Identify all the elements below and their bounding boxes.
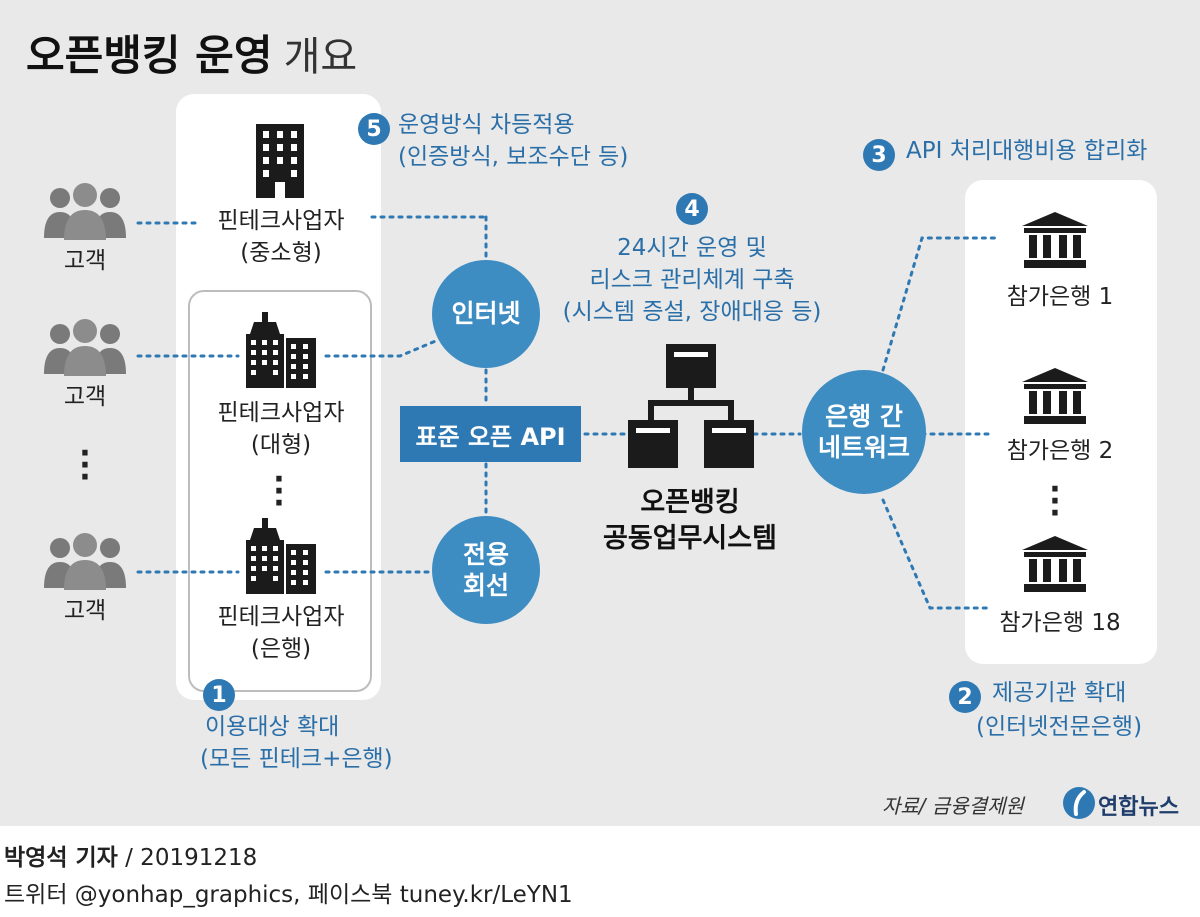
- byline-author: 박영석 기자: [4, 845, 118, 871]
- note-1-line2: (모든 핀테크+은행): [200, 746, 393, 772]
- city-buildings-icon: [246, 312, 316, 388]
- people-icon: [44, 183, 126, 240]
- interbank-network-circle: 은행 간 네트워크: [802, 370, 926, 494]
- network-label-1: 은행 간: [825, 401, 903, 431]
- note-4-badge: 4: [676, 193, 708, 225]
- fintech-middle-name: 핀테크사업자: [217, 400, 345, 426]
- note-1-line1: 이용대상 확대: [205, 714, 340, 740]
- note-2-line2: (인터넷전문은행): [976, 714, 1143, 740]
- system-name-2: 공동업무시스템: [603, 523, 777, 554]
- infographic-panel: 오픈뱅킹 운영 개요: [0, 0, 1200, 826]
- standard-open-api-box: 표준 오픈 API: [400, 406, 581, 462]
- social-links: 트위터 @yonhap_graphics, 페이스북 tuney.kr/LeYN…: [4, 882, 573, 908]
- note-5-badge: 5: [358, 113, 390, 145]
- server-network-icon: [628, 344, 754, 468]
- bank-label-1: 참가은행 1: [1006, 284, 1114, 310]
- vertical-ellipsis: ···: [79, 436, 91, 495]
- city-buildings-icon: [246, 518, 316, 594]
- leased-line-label-1: 전용: [462, 539, 509, 569]
- note-2-line1: 제공기관 확대: [992, 680, 1127, 706]
- bank-icon: [1022, 536, 1088, 592]
- note-1-badge: 1: [203, 679, 235, 711]
- note-4-line1: 24시간 운영 및: [617, 235, 767, 261]
- fintech-bottom-name: 핀테크사업자: [217, 604, 345, 630]
- customer-label: 고객: [63, 598, 107, 624]
- fintech-top-name: 핀테크사업자: [217, 208, 345, 234]
- api-label: 표준 오픈 API: [415, 422, 566, 451]
- byline: 박영석 기자 / 20191218: [4, 838, 257, 872]
- note-3-badge: 3: [863, 139, 895, 171]
- byline-date: / 20191218: [125, 845, 258, 871]
- internet-label: 인터넷: [451, 299, 521, 329]
- bank-label-2: 참가은행 2: [1006, 438, 1114, 464]
- people-icon: [44, 319, 126, 376]
- connection-lines: [136, 215, 997, 610]
- customer-group-1: 고객: [40, 180, 140, 280]
- system-name-1: 오픈뱅킹: [640, 487, 740, 518]
- yonhap-logo-icon: [1063, 787, 1095, 819]
- source-credit: 자료/ 금융결제원: [882, 794, 1024, 818]
- customer-label: 고객: [63, 248, 107, 274]
- bank-icon: [1022, 212, 1088, 268]
- title-light: 개요: [283, 34, 358, 80]
- customer-group-3: 고객: [40, 530, 140, 630]
- note-4-line2: 리스크 관리체계 구축: [589, 267, 795, 293]
- note-5-line1: 운영방식 차등적용: [398, 112, 575, 138]
- bank-icon: [1022, 368, 1088, 424]
- customer-label: 고객: [63, 384, 107, 410]
- people-icon: [44, 533, 126, 590]
- vertical-ellipsis: ···: [1049, 472, 1061, 531]
- bank-label-18: 참가은행 18: [999, 610, 1121, 636]
- fintech-top-size: (중소형): [240, 240, 322, 266]
- customer-group-2: 고객: [40, 316, 140, 416]
- page-title: 오픈뱅킹 운영 개요: [26, 22, 357, 83]
- title-bold: 오픈뱅킹 운영: [26, 31, 273, 80]
- note-3-line1: API 처리대행비용 합리화: [906, 138, 1148, 164]
- office-building-icon: [256, 124, 304, 198]
- vertical-ellipsis: ···: [273, 462, 285, 521]
- note-5-line2: (인증방식, 보조수단 등): [398, 144, 629, 170]
- network-label-2: 네트워크: [817, 433, 910, 462]
- leased-line-label-2: 회선: [462, 571, 509, 600]
- fintech-middle-size: (대형): [250, 432, 312, 458]
- note-4-line3: (시스템 증설, 장애대응 등): [562, 299, 822, 325]
- internet-circle: 인터넷: [432, 260, 540, 368]
- yonhap-logo-text: 연합뉴스: [1098, 795, 1179, 820]
- large-fintech-group: [188, 290, 372, 692]
- leased-line-circle: 전용 회선: [432, 516, 540, 624]
- fintech-bottom-size: (은행): [250, 636, 312, 662]
- note-2-badge: 2: [949, 681, 981, 713]
